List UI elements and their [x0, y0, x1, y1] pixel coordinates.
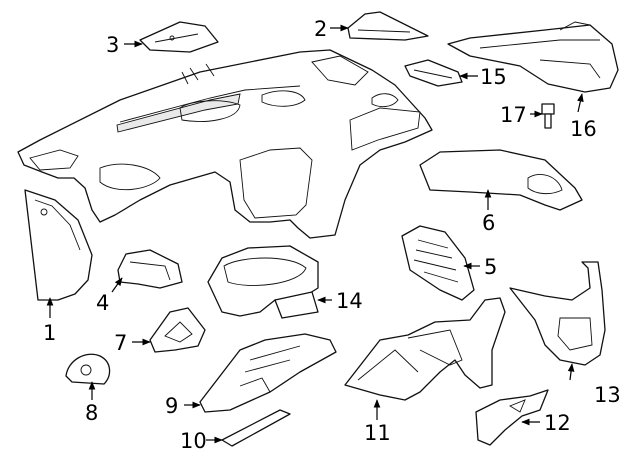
callout-9: 9	[165, 394, 178, 418]
callout-12: 12	[544, 411, 571, 435]
callout-17: 17	[500, 103, 527, 127]
part-2-speaker-grille	[347, 11, 429, 41]
callout-labels: 1 2 3 4 5 6 7 8 9 10 11 12 13 14 15 16 1…	[43, 17, 621, 453]
part-6-dash-pad	[419, 149, 583, 211]
part-5-side-vent	[401, 225, 475, 301]
part-4-air-vent	[117, 249, 183, 289]
callout-7: 7	[114, 331, 127, 355]
callout-4: 4	[96, 291, 109, 315]
callout-15: 15	[480, 65, 507, 89]
part-14-instrument-cluster-bezel	[207, 245, 319, 319]
part-8-switch-button	[65, 353, 111, 385]
part-3-defroster-grille	[139, 21, 219, 53]
callout-13: 13	[594, 383, 621, 407]
part-15-small-vent	[404, 59, 463, 87]
callout-2: 2	[314, 17, 327, 41]
part-12-console-end-trim	[475, 389, 549, 446]
part-17-retaining-clip	[541, 103, 555, 129]
part-9-lower-panel	[199, 333, 337, 413]
instrument-panel-part	[17, 49, 433, 239]
callout-3: 3	[106, 33, 119, 57]
part-1-side-trim-panel	[24, 189, 93, 301]
part-11-center-console-trim	[344, 297, 506, 401]
callout-8: 8	[85, 401, 98, 425]
callout-10: 10	[180, 429, 207, 453]
callout-14: 14	[336, 289, 363, 313]
callout-16: 16	[570, 117, 597, 141]
part-7-switch-bezel	[149, 307, 206, 353]
part-13-console-bezel	[509, 261, 606, 366]
callout-11: 11	[364, 421, 391, 445]
part-16-reinforcement-bracket	[447, 21, 619, 93]
callout-5: 5	[484, 255, 497, 279]
callout-1: 1	[43, 321, 56, 345]
callout-6: 6	[482, 211, 495, 235]
part-10-trim-strip	[221, 409, 291, 447]
callout-leaders	[46, 24, 584, 444]
